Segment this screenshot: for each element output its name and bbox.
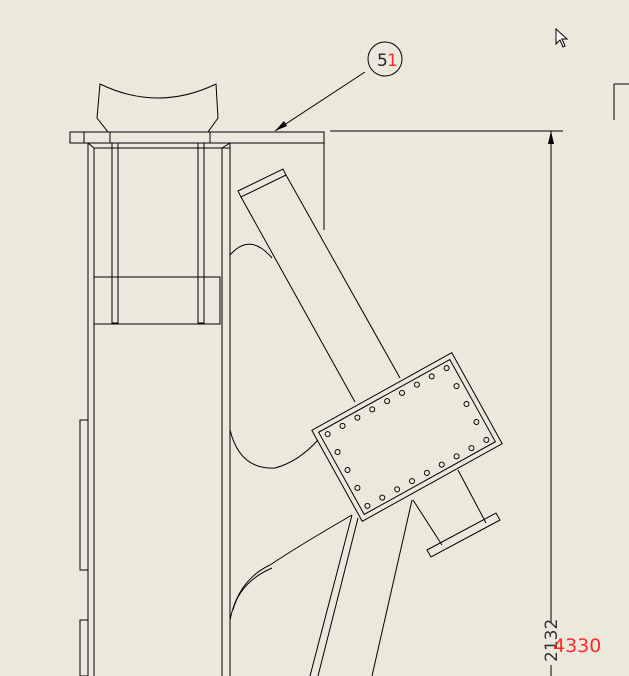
bolt-hole: [409, 478, 416, 485]
bolt-hole: [413, 381, 420, 388]
bolt-hole: [364, 502, 371, 509]
lower-pipe: [412, 469, 501, 558]
balloon-number[interactable]: 5: [377, 51, 388, 71]
bolt-hole: [324, 431, 331, 438]
bolt-hole: [453, 383, 460, 390]
bolt-hole: [334, 449, 341, 456]
bolt-hole: [384, 398, 391, 405]
upper-tube: [237, 168, 401, 403]
column: [79, 142, 325, 676]
bolt-hole: [428, 373, 435, 380]
dimension-value[interactable]: 2132: [542, 619, 562, 662]
inner-rods: [93, 142, 221, 325]
bolt-hole: [473, 418, 480, 425]
bolt-hole: [468, 445, 475, 452]
bolt-hole: [379, 494, 386, 501]
mouse-cursor-icon: [555, 27, 569, 48]
bolt-hole: [339, 422, 346, 429]
bolt-hole: [354, 414, 361, 421]
gusset-arc: [229, 429, 319, 469]
bolt-hole: [369, 406, 376, 413]
bolt-hole: [443, 365, 450, 372]
bolt-hole: [344, 466, 351, 473]
mounting-plate: [311, 352, 503, 522]
bolt-hole: [463, 401, 470, 408]
gusset-arc: [229, 243, 273, 259]
bolt-hole: [453, 453, 460, 460]
balloon-overlay-number: 1: [387, 51, 398, 71]
bolt-hole: [423, 469, 430, 476]
dimension-overlay-value: 4330: [553, 635, 601, 657]
gusset-arc: [229, 514, 353, 621]
leader-arrow: [275, 121, 287, 131]
dimension-arrow: [548, 131, 554, 144]
top-plate: [69, 131, 325, 144]
gusset-arc: [232, 567, 273, 611]
bolt-hole: [398, 389, 405, 396]
bolt-hole: [483, 436, 490, 443]
leader-line: [274, 71, 366, 132]
bolt-hole: [394, 486, 401, 493]
bolt-hole: [354, 484, 361, 491]
saddle: [96, 83, 219, 133]
bolt-hole: [438, 461, 445, 468]
balloon: [367, 41, 403, 77]
